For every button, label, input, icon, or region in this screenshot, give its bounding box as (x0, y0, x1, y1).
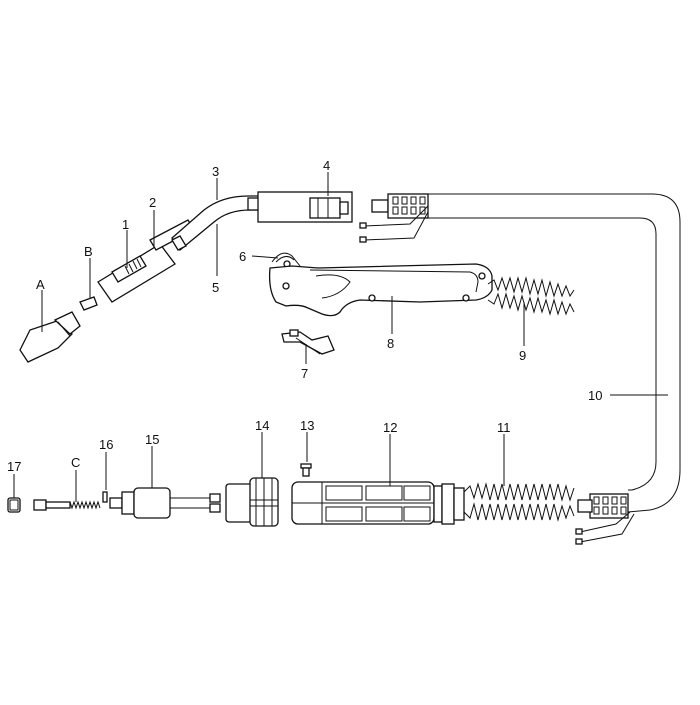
callout-9: 9 (519, 348, 526, 363)
callout-5: 5 (212, 280, 219, 295)
callout-4: 4 (323, 158, 330, 173)
callout-17: 17 (7, 459, 21, 474)
callout-1: 1 (122, 217, 129, 232)
part-10-cable-top-end (359, 193, 429, 243)
part-15-adapter (109, 487, 221, 519)
part-16-o-ring (102, 491, 108, 503)
callout-13: 13 (300, 418, 314, 433)
part-7-trigger (281, 329, 335, 355)
callout-15: 15 (145, 432, 159, 447)
part-10-cable-bottom-end (575, 493, 635, 545)
callout-14: 14 (255, 418, 269, 433)
part-b-contact-tip (79, 296, 98, 311)
callout-12: 12 (383, 420, 397, 435)
callout-7: 7 (301, 366, 308, 381)
callout-2: 2 (149, 195, 156, 210)
part-6-clip (271, 252, 301, 268)
part-4-neck-connector (257, 191, 353, 223)
callout-a: A (36, 277, 45, 292)
part-14-lock-nut (225, 477, 279, 527)
part-a-nozzle (19, 311, 81, 363)
callout-11: 11 (497, 420, 511, 435)
part-17-nut (7, 497, 21, 513)
part-9-spring-guard (487, 276, 575, 316)
part-12-handle-body (291, 481, 465, 525)
callout-b: B (84, 244, 93, 259)
part-1-2-gas-diffuser (97, 219, 195, 303)
callout-c: C (71, 455, 80, 470)
leader-lines (13, 172, 668, 502)
callout-8: 8 (387, 336, 394, 351)
part-13-screw (300, 463, 312, 477)
callout-16: 16 (99, 437, 113, 452)
part-c-liner-pin (33, 499, 101, 511)
part-8-handle (268, 263, 493, 317)
part-10-cable (428, 193, 681, 513)
part-11-rear-spring (463, 482, 575, 522)
callout-10: 10 (588, 388, 602, 403)
callout-6: 6 (239, 249, 246, 264)
callout-3: 3 (212, 164, 219, 179)
callout-labels: A B 1 2 3 4 5 6 7 8 9 10 11 12 13 14 15 … (7, 158, 602, 474)
